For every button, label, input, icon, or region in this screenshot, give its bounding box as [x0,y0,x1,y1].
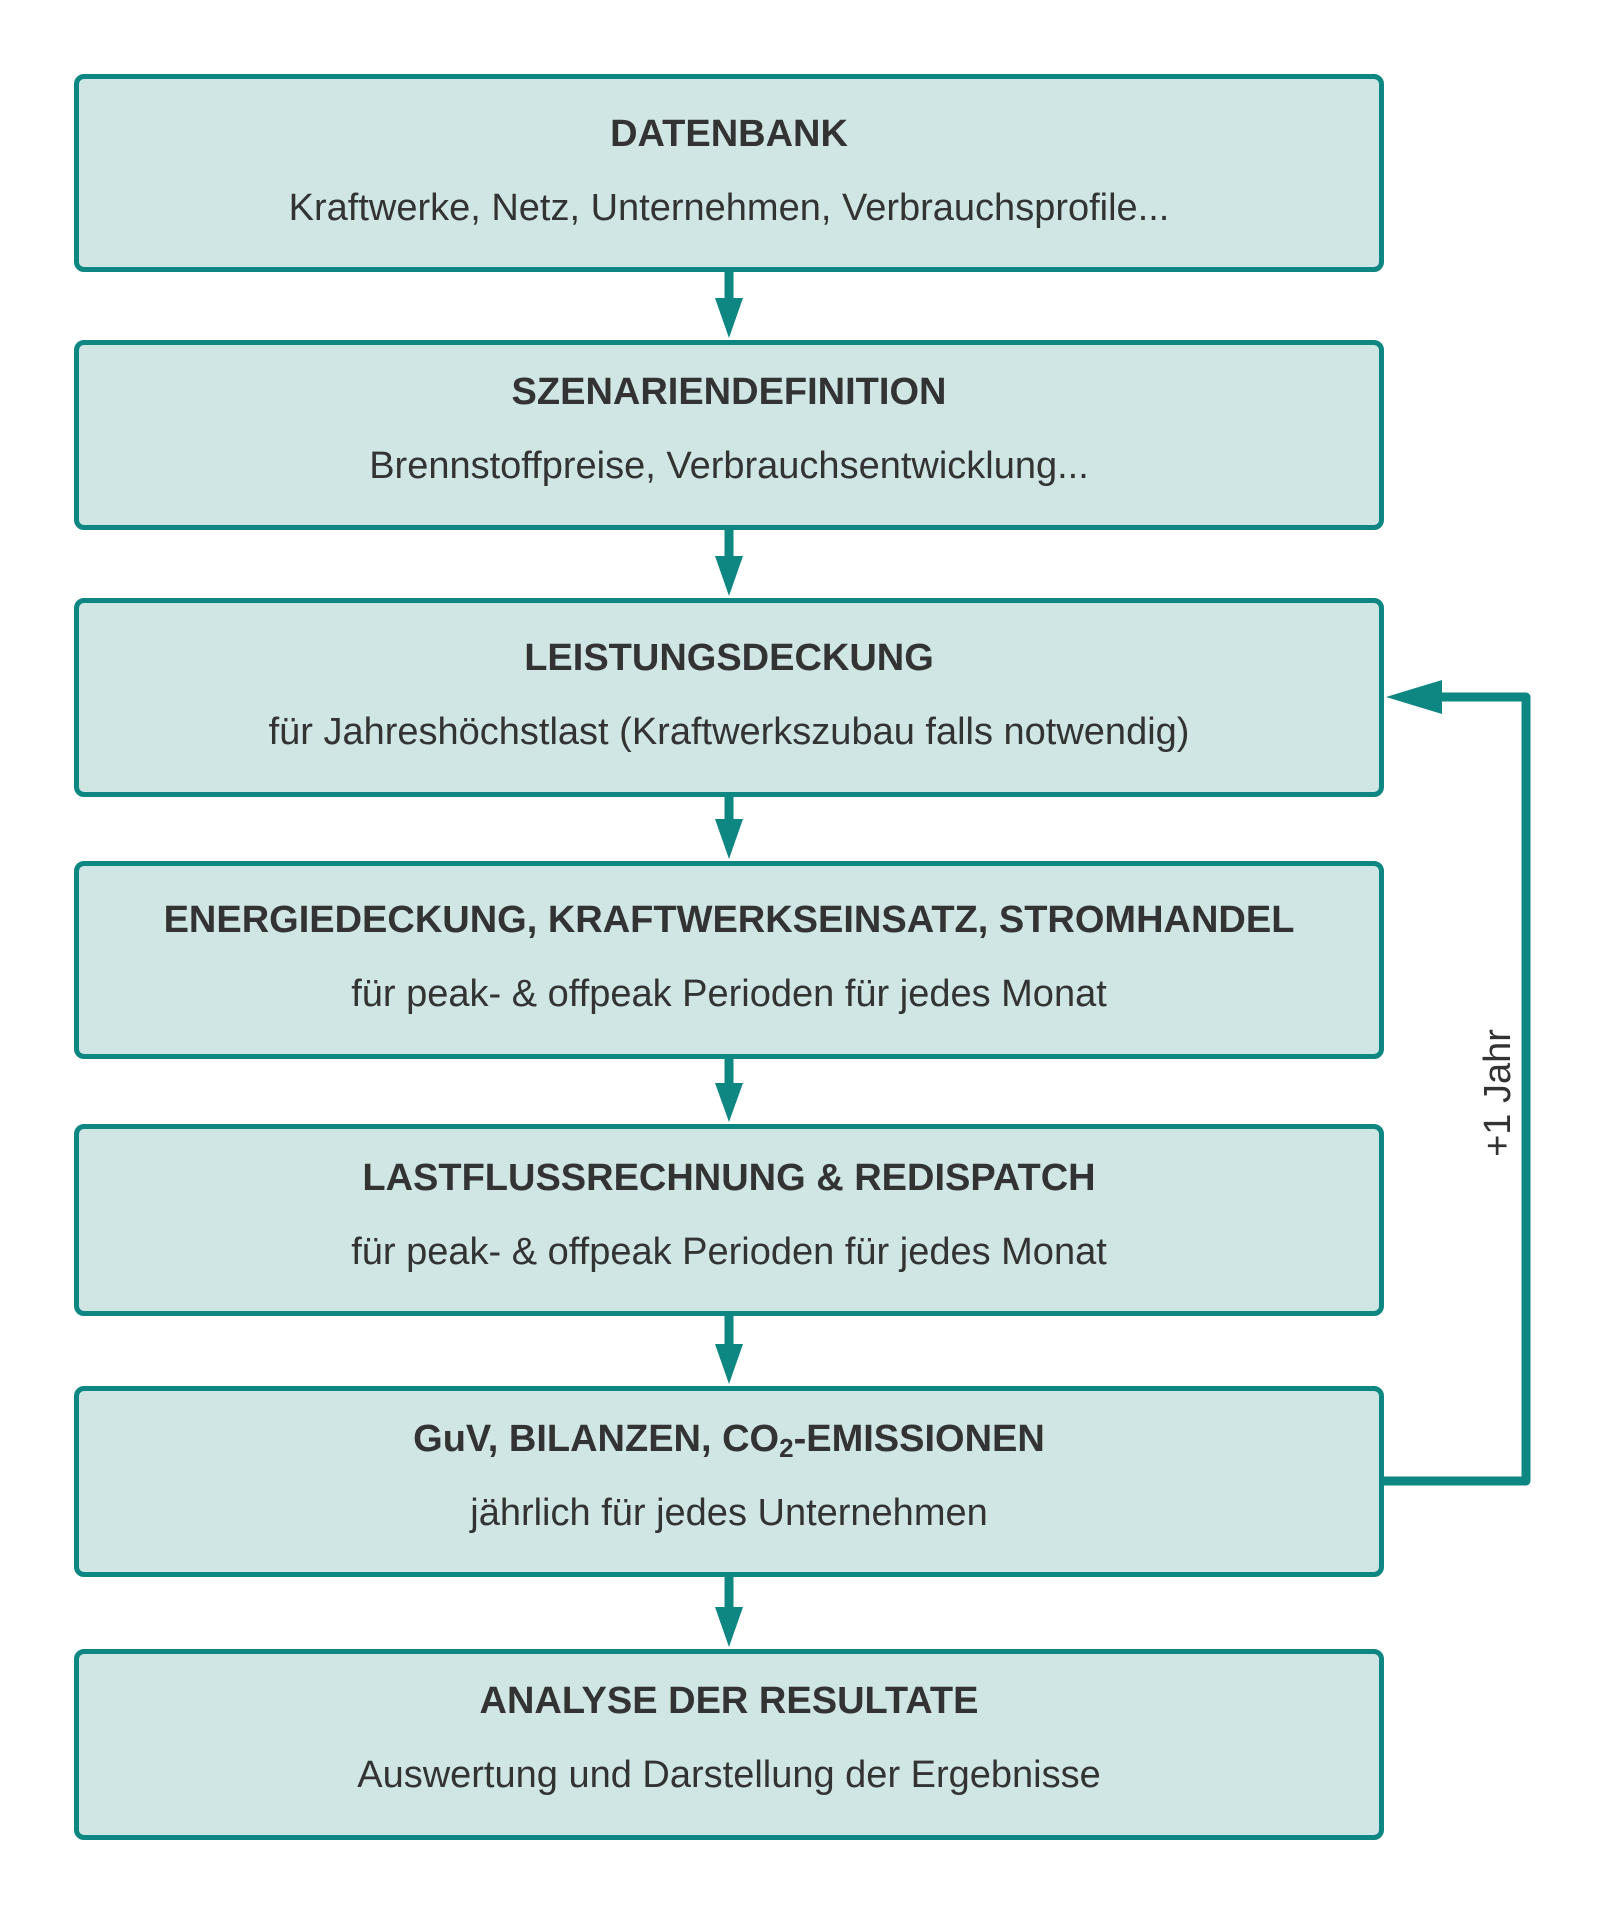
step-energiedeckung: ENERGIEDECKUNG, KRAFTWERKSEINSATZ, STROM… [74,861,1384,1059]
step-subtitle: für peak- & offpeak Perioden für jedes M… [351,1231,1107,1273]
step-leistungsdeckung: LEISTUNGSDECKUNG für Jahreshöchstlast (K… [74,598,1384,797]
step-title: SZENARIENDEFINITION [511,371,947,413]
arrow-head-5 [715,1344,743,1384]
arrow-head-2 [715,556,743,596]
step-title-rest: -EMISSIONEN [793,1418,1045,1460]
arrow-head-1 [715,298,743,338]
step-title: ANALYSE DER RESULTATE [479,1680,979,1722]
step-lastflussrechnung: LASTFLUSSRECHNUNG & REDISPATCH für peak-… [74,1124,1384,1316]
step-analyse: ANALYSE DER RESULTATE Auswertung und Dar… [74,1649,1384,1840]
step-subtitle: Kraftwerke, Netz, Unternehmen, Verbrauch… [288,187,1170,229]
step-title-subscript: 2 [779,1433,794,1463]
loop-label: +1 Jahr [1477,1029,1519,1157]
loop-line [1384,692,1531,1486]
arrow-head-4 [715,1083,743,1122]
step-title: GuV, BILANZEN, CO2-EMISSIONEN [79,1417,1379,1470]
step-subtitle: für peak- & offpeak Perioden für jedes M… [351,973,1107,1015]
step-subtitle: Auswertung und Darstellung der Ergebniss… [357,1754,1101,1796]
step-title: ENERGIEDECKUNG, KRAFTWERKSEINSATZ, STROM… [163,899,1295,941]
loop-arrow-head [1386,680,1442,714]
step-title: LEISTUNGSDECKUNG [524,637,934,679]
arrow-head-3 [715,819,743,859]
step-subtitle: für Jahreshöchstlast (Kraftwerkszubau fa… [268,711,1190,753]
step-title: LASTFLUSSRECHNUNG & REDISPATCH [362,1157,1096,1199]
step-title: DATENBANK [610,113,848,155]
arrow-head-6 [715,1607,743,1647]
step-szenariendefinition: SZENARIENDEFINITION Brennstoffpreise, Ve… [74,340,1384,530]
step-subtitle: Brennstoffpreise, Verbrauchsentwicklung.… [369,445,1089,487]
step-title-main: GuV, BILANZEN, CO [413,1418,780,1460]
step-datenbank: DATENBANK Kraftwerke, Netz, Unternehmen,… [74,74,1384,272]
step-guv-bilanzen: GuV, BILANZEN, CO2-EMISSIONEN jährlich f… [74,1386,1384,1577]
step-subtitle: jährlich für jedes Unternehmen [470,1492,988,1534]
